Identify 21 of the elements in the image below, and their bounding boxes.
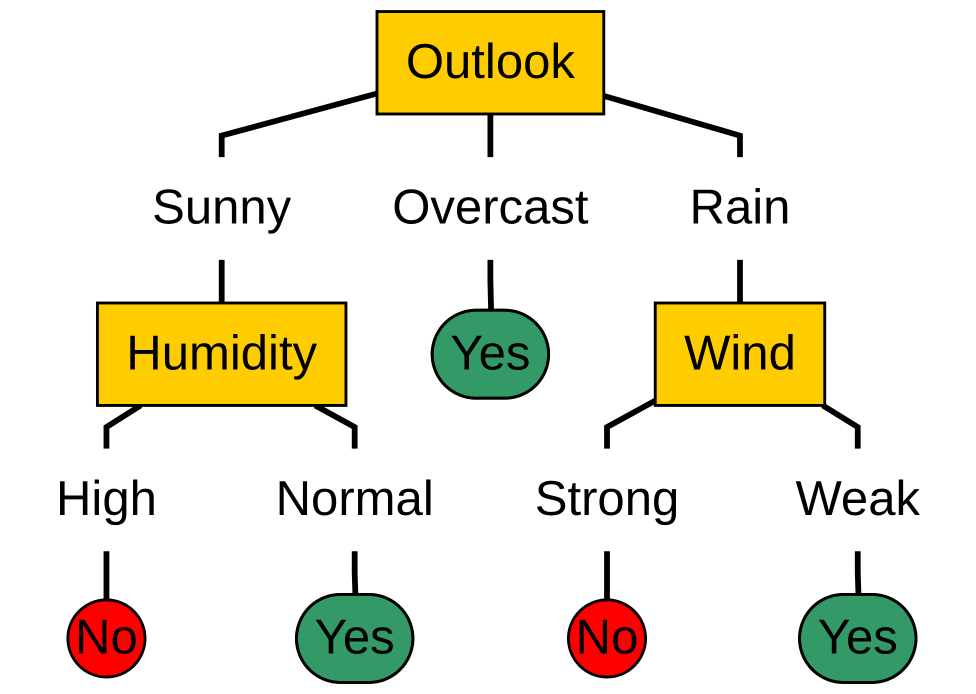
node-text: Weak — [795, 472, 920, 527]
node-text: Normal — [276, 472, 434, 527]
node-box: Wind — [654, 302, 826, 407]
connector — [821, 402, 861, 449]
node-text: Overcast — [392, 180, 589, 236]
node-text: Sunny — [152, 180, 292, 236]
node-text: Rain — [690, 180, 790, 236]
node-circle: No — [566, 598, 648, 678]
connector — [854, 551, 862, 596]
connector — [737, 260, 743, 303]
connector — [488, 260, 494, 311]
node-box: Outlook — [376, 10, 606, 116]
connector — [352, 551, 358, 596]
connector — [604, 551, 610, 600]
connector — [218, 260, 225, 303]
node-text: Strong — [534, 472, 680, 527]
node-circle: No — [66, 598, 146, 678]
node-box: Humidity — [96, 302, 348, 407]
connector — [488, 114, 494, 158]
node-text: High — [56, 472, 157, 527]
connector — [104, 551, 110, 600]
